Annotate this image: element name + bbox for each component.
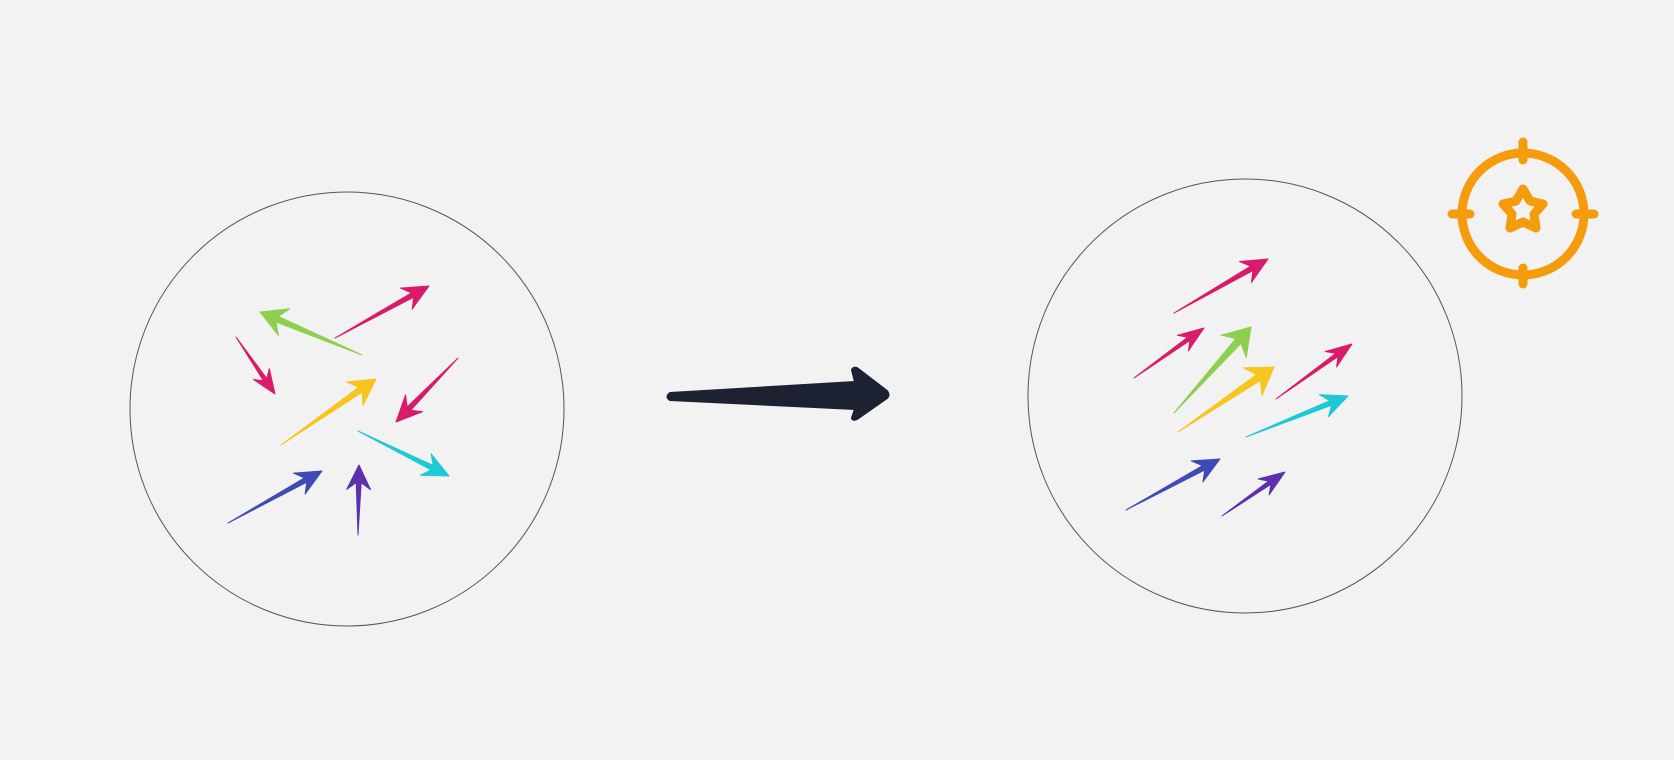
scattered-arrow	[280, 378, 377, 446]
right-arrow-icon	[666, 366, 890, 421]
aligned-arrow	[1173, 258, 1269, 314]
aligned-arrow	[1221, 471, 1286, 517]
aligned-arrow	[1245, 394, 1349, 438]
scattered-arrow	[346, 464, 372, 536]
aligned-arrow	[1125, 458, 1221, 511]
scattered-arrow	[334, 285, 430, 339]
scattered-arrow	[227, 470, 323, 524]
scattered-arrow	[235, 336, 276, 395]
unaligned-group-circle	[129, 191, 565, 627]
aligned-arrows	[1125, 258, 1353, 517]
scattered-arrow	[357, 430, 450, 477]
aligned-arrow	[1173, 326, 1252, 414]
target-star-icon	[1447, 137, 1599, 289]
aligned-group-circle	[1027, 178, 1463, 614]
scattered-arrow	[259, 308, 363, 356]
aligned-arrow	[1177, 366, 1275, 433]
scattered-arrow	[395, 357, 459, 423]
aligned-arrow	[1133, 327, 1205, 379]
aligned-arrow	[1275, 343, 1353, 400]
unaligned-arrows	[227, 285, 459, 536]
